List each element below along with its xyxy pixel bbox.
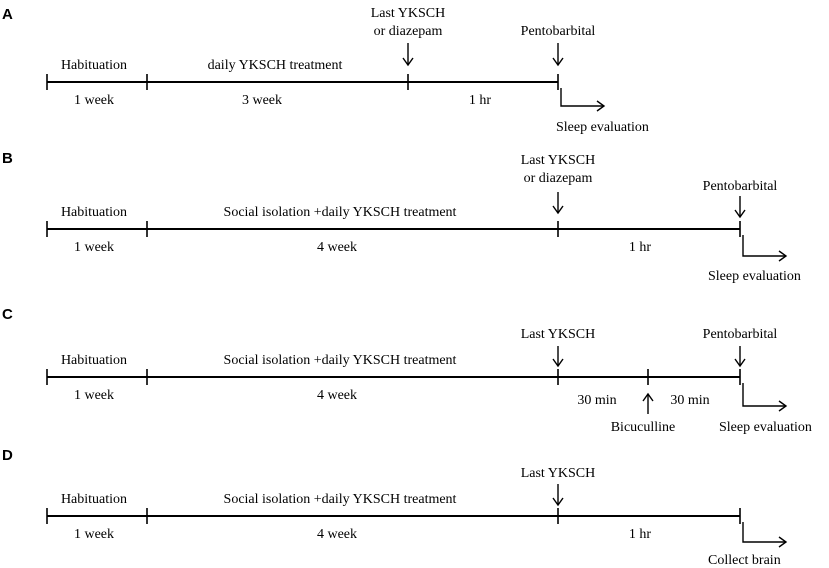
marker-label-last-yksch: Last YKSCH — [521, 327, 596, 342]
phase-duration-interval-1: 30 min — [577, 393, 616, 408]
down-arrow-icon — [734, 346, 746, 368]
marker-label-pentobarbital: Pentobarbital — [703, 179, 778, 194]
phase-duration-treatment: 3 week — [242, 93, 282, 108]
marker-label-last-yksch: Last YKSCH — [521, 153, 596, 168]
right-arrow-icon — [742, 383, 788, 412]
panel-b: B Habituation 1 week Social isolation +d… — [2, 150, 801, 284]
marker-label-pentobarbital: Pentobarbital — [703, 327, 778, 342]
phase-duration-treatment: 4 week — [317, 527, 357, 542]
panel-d: D Habituation 1 week Social isolation +d… — [2, 447, 788, 568]
phase-duration-interval: 1 hr — [469, 93, 492, 108]
marker-label-bicuculline: Bicuculline — [611, 420, 676, 435]
phase-label-habituation: Habituation — [61, 492, 127, 507]
marker-label-last-yksch-line2: or diazepam — [524, 171, 593, 186]
panel-letter-a: A — [2, 6, 13, 23]
up-arrow-icon — [642, 392, 654, 414]
phase-duration-habituation: 1 week — [74, 93, 114, 108]
phase-label-habituation: Habituation — [61, 205, 127, 220]
marker-label-pentobarbital: Pentobarbital — [521, 24, 596, 39]
phase-duration-interval: 1 hr — [629, 527, 652, 542]
down-arrow-icon — [552, 43, 564, 67]
phase-label-treatment: Social isolation +daily YKSCH treatment — [224, 492, 457, 507]
phase-duration-treatment: 4 week — [317, 388, 357, 403]
end-label-sleep-evaluation: Sleep evaluation — [719, 420, 812, 435]
panel-letter-b: B — [2, 150, 13, 167]
phase-label-habituation: Habituation — [61, 58, 127, 73]
down-arrow-icon — [734, 196, 746, 219]
phase-label-treatment: daily YKSCH treatment — [208, 58, 343, 73]
end-label-sleep-evaluation: Sleep evaluation — [556, 120, 649, 135]
panel-a: A Habituation 1 week daily YKSCH treatme… — [2, 6, 649, 135]
marker-label-last-yksch: Last YKSCH — [521, 466, 596, 481]
phase-duration-habituation: 1 week — [74, 240, 114, 255]
right-arrow-icon — [742, 235, 788, 262]
end-label-sleep-evaluation: Sleep evaluation — [708, 269, 801, 284]
phase-duration-interval: 1 hr — [629, 240, 652, 255]
down-arrow-icon — [402, 43, 414, 67]
panel-letter-d: D — [2, 447, 13, 464]
phase-label-treatment: Social isolation +daily YKSCH treatment — [224, 205, 457, 220]
marker-label-last-yksch: Last YKSCH — [371, 6, 446, 21]
phase-label-habituation: Habituation — [61, 353, 127, 368]
right-arrow-icon — [560, 88, 606, 112]
panel-letter-c: C — [2, 306, 13, 323]
marker-label-last-yksch-line2: or diazepam — [374, 24, 443, 39]
down-arrow-icon — [552, 192, 564, 215]
phase-duration-interval-2: 30 min — [670, 393, 709, 408]
down-arrow-icon — [552, 484, 564, 507]
phase-duration-treatment: 4 week — [317, 240, 357, 255]
phase-duration-habituation: 1 week — [74, 388, 114, 403]
down-arrow-icon — [552, 346, 564, 368]
panel-c: C Habituation 1 week Social isolation +d… — [2, 306, 812, 435]
phase-duration-habituation: 1 week — [74, 527, 114, 542]
phase-label-treatment: Social isolation +daily YKSCH treatment — [224, 353, 457, 368]
end-label-collect-brain: Collect brain — [708, 553, 781, 568]
right-arrow-icon — [742, 522, 788, 548]
